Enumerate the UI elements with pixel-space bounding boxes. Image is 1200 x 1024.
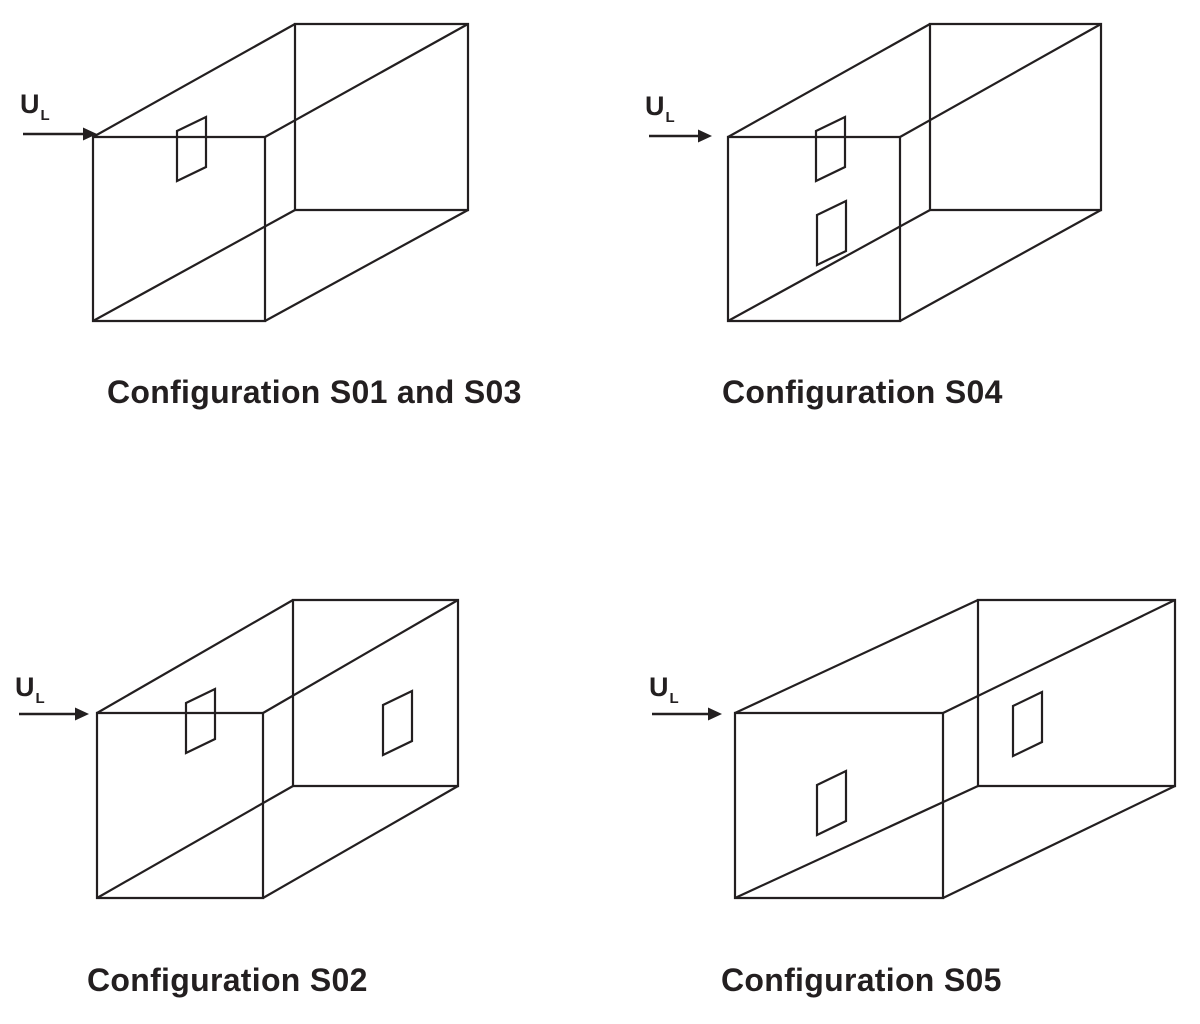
- wind-speed-symbol: U: [645, 91, 665, 121]
- caption-configuration-s02: Configuration S02: [87, 962, 368, 998]
- box-rear-face: [928, 22, 1103, 212]
- box-depth-edge: [734, 599, 979, 714]
- wind-speed-subscript: L: [665, 109, 675, 126]
- window-opening: [815, 769, 848, 837]
- window-opening: [815, 199, 848, 267]
- wind-speed-label: UL: [649, 672, 679, 707]
- box-depth-edge: [262, 785, 459, 899]
- panel-s05: [652, 598, 1177, 900]
- box-front-face: [733, 711, 945, 900]
- box-depth-edge: [92, 23, 296, 138]
- wind-speed-symbol: U: [649, 672, 669, 702]
- panel-s01-s03: [23, 22, 470, 323]
- box-rear-face: [293, 22, 470, 212]
- box-depth-edge: [942, 785, 1176, 899]
- flow-arrow-head: [708, 707, 722, 721]
- flow-arrow-head: [83, 127, 97, 141]
- window-opening: [814, 115, 847, 183]
- box-depth-edge: [727, 209, 931, 322]
- box-depth-edge: [264, 23, 469, 138]
- box-depth-edge: [96, 599, 294, 714]
- wind-speed-subscript: L: [669, 690, 679, 707]
- wind-speed-subscript: L: [35, 690, 45, 707]
- box-rear-face: [976, 598, 1177, 788]
- flow-arrow-head: [75, 707, 89, 721]
- box-depth-edge: [92, 209, 296, 322]
- wind-speed-label: UL: [20, 89, 50, 124]
- caption-configuration-s01-s03: Configuration S01 and S03: [107, 374, 522, 410]
- wind-speed-label: UL: [15, 672, 45, 707]
- panel-s02: [19, 598, 460, 900]
- box-front-face: [95, 711, 265, 900]
- box-front-face: [726, 135, 902, 323]
- window-opening: [184, 687, 217, 755]
- box-depth-edge: [262, 599, 459, 714]
- wind-speed-symbol: U: [20, 89, 40, 119]
- flow-arrow-head: [698, 129, 712, 143]
- panel-s04: [649, 22, 1103, 323]
- box-depth-edge: [727, 23, 931, 138]
- box-depth-edge: [899, 23, 1102, 138]
- box-depth-edge: [942, 599, 1176, 714]
- wind-speed-subscript: L: [40, 107, 50, 124]
- wind-speed-symbol: U: [15, 672, 35, 702]
- wind-speed-label: UL: [645, 91, 675, 126]
- caption-configuration-s05: Configuration S05: [721, 962, 1002, 998]
- box-depth-edge: [734, 785, 979, 899]
- box-front-face: [91, 135, 267, 323]
- box-depth-edge: [96, 785, 294, 899]
- window-opening: [1011, 690, 1044, 758]
- caption-configuration-s04: Configuration S04: [722, 374, 1003, 410]
- window-opening: [175, 115, 208, 183]
- box-depth-edge: [264, 209, 469, 322]
- box-rear-face: [291, 598, 460, 788]
- window-opening: [381, 689, 414, 757]
- box-depth-edge: [899, 209, 1102, 322]
